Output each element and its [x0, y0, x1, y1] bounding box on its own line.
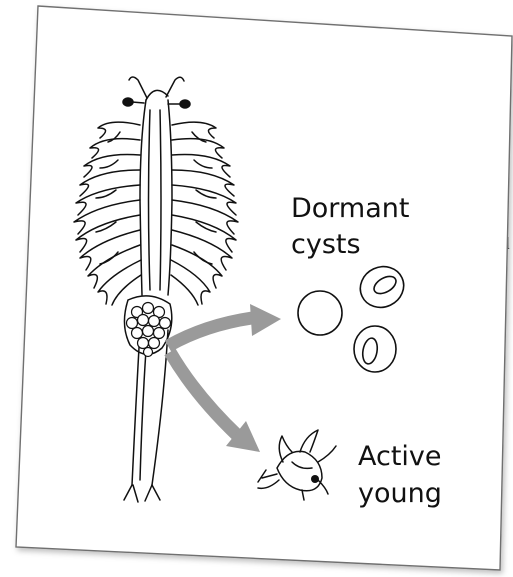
label-cysts: cysts	[291, 229, 361, 260]
label-active: Active	[358, 441, 442, 472]
label-dormant: Dormant	[291, 193, 409, 224]
left-eye	[123, 98, 133, 106]
label-young: young	[358, 478, 442, 509]
nauplius-eye	[311, 475, 319, 483]
right-eye	[180, 100, 190, 108]
